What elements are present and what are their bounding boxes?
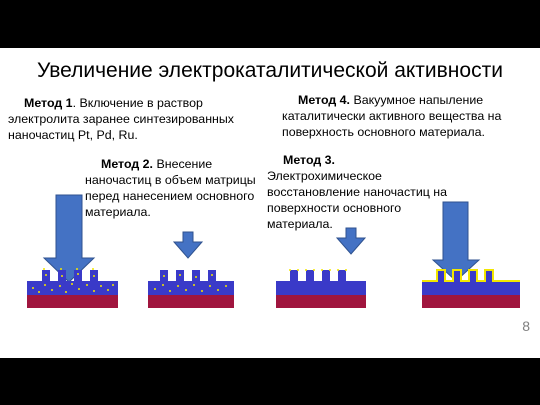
method-2-label: Метод 2. <box>101 157 154 171</box>
method-2-text: Метод 2. Внесение наночастиц в объем мат… <box>85 156 275 220</box>
method-1-text: Метод 1. Включение в раствор электролита… <box>8 95 253 143</box>
methods-illustration <box>27 194 520 308</box>
method-3-text: Метод 3. Электрохимическое восстановлени… <box>267 152 467 232</box>
slide: Увеличение электрокаталитической активно… <box>0 48 540 358</box>
method-4-description: Вакуумное напыление каталитически активн… <box>282 93 502 139</box>
sample-method-2 <box>148 270 234 308</box>
method-3-label: Метод 3. <box>283 153 336 167</box>
arrow-method-3 <box>335 227 367 255</box>
arrow-method-1 <box>42 194 96 283</box>
method-3-description: Электрохимическое восстановление наночас… <box>267 169 448 231</box>
method-4-text: Метод 4. Вакуумное напыление каталитичес… <box>282 92 512 140</box>
sample-method-4 <box>422 269 520 308</box>
arrow-method-4 <box>431 201 481 282</box>
method-1-description: . Включение в раствор электролита заране… <box>8 96 234 142</box>
sample-method-1 <box>27 268 118 308</box>
page-number: 8 <box>522 318 530 334</box>
method-2-description: Внесение наночастиц в объем матрицы пере… <box>85 157 256 219</box>
method-4-label: Метод 4. <box>298 93 351 107</box>
slide-title: Увеличение электрокаталитической активно… <box>37 59 503 82</box>
sample-method-3 <box>276 269 366 308</box>
method-1-label: Метод 1 <box>24 96 73 110</box>
arrow-method-2 <box>172 231 204 259</box>
